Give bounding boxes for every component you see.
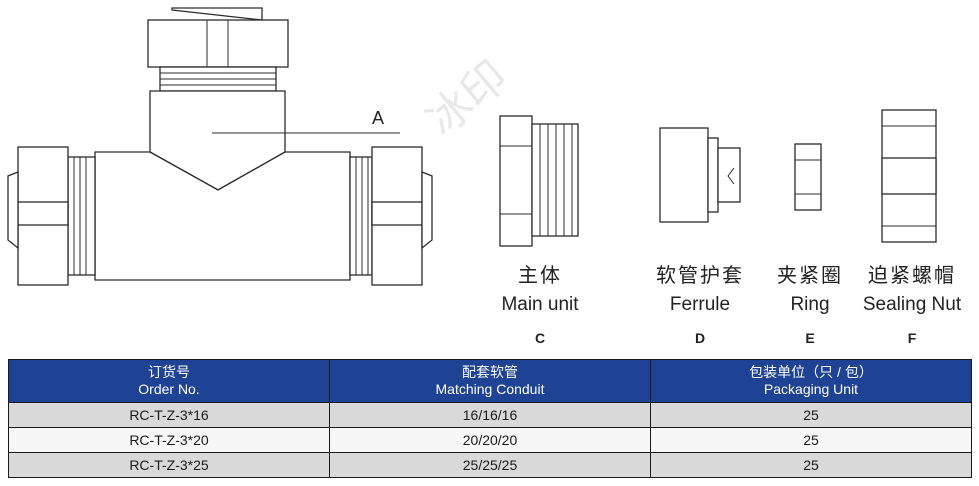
part-f-name-cn: 迫紧螺帽 <box>868 264 956 287</box>
part-f-letter: F <box>908 330 917 346</box>
header-matching-conduit-cn: 配套软管 <box>462 364 518 380</box>
part-c-letter: C <box>535 330 545 346</box>
header-packaging-unit: 包装单位（只 / 包） Packaging Unit <box>650 359 972 403</box>
cell-matching-conduit: 16/16/16 <box>329 402 651 428</box>
header-matching-conduit: 配套软管 Matching Conduit <box>329 359 651 403</box>
part-d-letter: D <box>695 330 705 346</box>
cell-order-no: RC-T-Z-3*20 <box>8 427 330 453</box>
header-order-no-cn: 订货号 <box>148 364 190 380</box>
cell-packaging-unit: 25 <box>650 427 972 453</box>
cell-matching-conduit: 20/20/20 <box>329 427 651 453</box>
cell-packaging-unit: 25 <box>650 402 972 428</box>
part-f-name-en: Sealing Nut <box>863 294 962 315</box>
fitting-label-a: A <box>372 108 384 128</box>
header-matching-conduit-en: Matching Conduit <box>435 381 545 397</box>
header-packaging-unit-cn: 包装单位（只 / 包） <box>749 364 873 380</box>
cell-order-no: RC-T-Z-3*25 <box>8 452 330 478</box>
part-main-unit-drawing <box>499 115 579 247</box>
table-row: RC-T-Z-3*16 16/16/16 25 <box>8 402 972 428</box>
cell-order-no: RC-T-Z-3*16 <box>8 402 330 428</box>
part-d-name-cn: 软管护套 <box>656 264 744 287</box>
part-ring-drawing <box>794 143 822 211</box>
product-diagram: 冰印 A <box>7 7 962 346</box>
part-c-name-en: Main unit <box>501 294 579 315</box>
tee-fitting-drawing: A <box>7 7 433 286</box>
part-c-name-cn: 主体 <box>518 264 562 287</box>
table-header-row: 订货号 Order No. 配套软管 Matching Conduit 包装单位… <box>8 359 972 403</box>
part-sealing-nut-drawing <box>881 109 937 243</box>
header-order-no: 订货号 Order No. <box>8 359 330 403</box>
cell-matching-conduit: 25/25/25 <box>329 452 651 478</box>
header-order-no-en: Order No. <box>138 381 200 397</box>
table-row: RC-T-Z-3*25 25/25/25 25 <box>8 452 972 478</box>
order-spec-table: 订货号 Order No. 配套软管 Matching Conduit 包装单位… <box>8 359 972 478</box>
part-e-name-en: Ring <box>790 294 829 315</box>
table-row: RC-T-Z-3*20 20/20/20 25 <box>8 427 972 453</box>
part-ferrule-drawing <box>659 127 741 223</box>
part-e-name-cn: 夹紧圈 <box>777 264 843 287</box>
part-d-name-en: Ferrule <box>670 294 730 315</box>
cell-packaging-unit: 25 <box>650 452 972 478</box>
part-e-letter: E <box>805 330 814 346</box>
header-packaging-unit-en: Packaging Unit <box>763 381 859 397</box>
